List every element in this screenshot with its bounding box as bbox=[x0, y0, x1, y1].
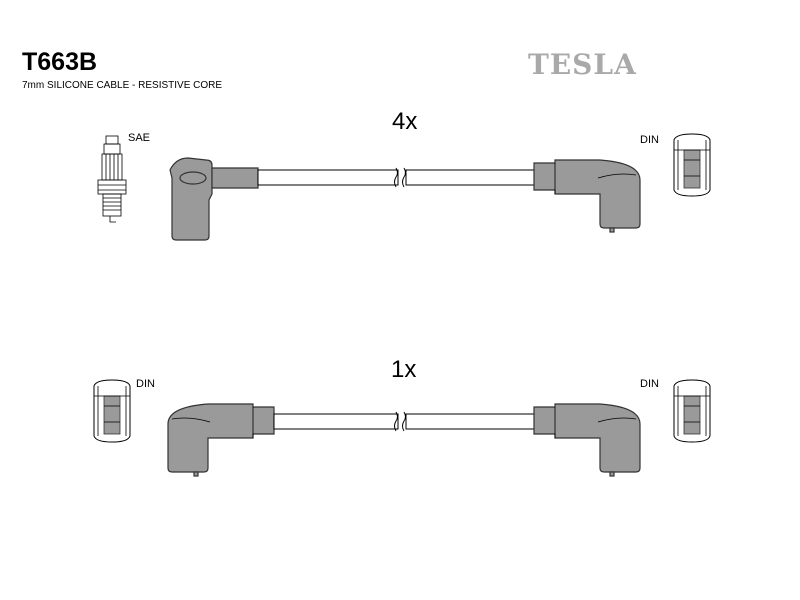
din-terminal-icon bbox=[673, 133, 711, 197]
din-terminal-icon bbox=[673, 379, 711, 443]
din-boot-set-2-right bbox=[533, 403, 641, 477]
spark-plug-boot-angled bbox=[169, 157, 259, 241]
quantity-label-set-1: 4x bbox=[392, 108, 418, 135]
din-terminal-icon bbox=[93, 379, 131, 443]
spark-plug-icon bbox=[97, 135, 127, 223]
brand-logo: TESLA bbox=[528, 48, 637, 81]
cable-set-1 bbox=[257, 167, 535, 188]
din-boot-set-1-right bbox=[533, 159, 641, 233]
end-label-din-top-right: DIN bbox=[640, 134, 659, 146]
end-label-din-bottom-left: DIN bbox=[136, 378, 155, 390]
cable-description: 7mm SILICONE CABLE - RESISTIVE CORE bbox=[22, 80, 223, 91]
end-label-sae: SAE bbox=[128, 132, 151, 144]
quantity-label-set-2: 1x bbox=[391, 356, 417, 383]
cable-set-2 bbox=[273, 411, 535, 432]
end-label-din-bottom-right: DIN bbox=[640, 378, 659, 390]
part-code-title: T663B bbox=[22, 48, 98, 76]
din-boot-set-2-left bbox=[167, 403, 275, 477]
